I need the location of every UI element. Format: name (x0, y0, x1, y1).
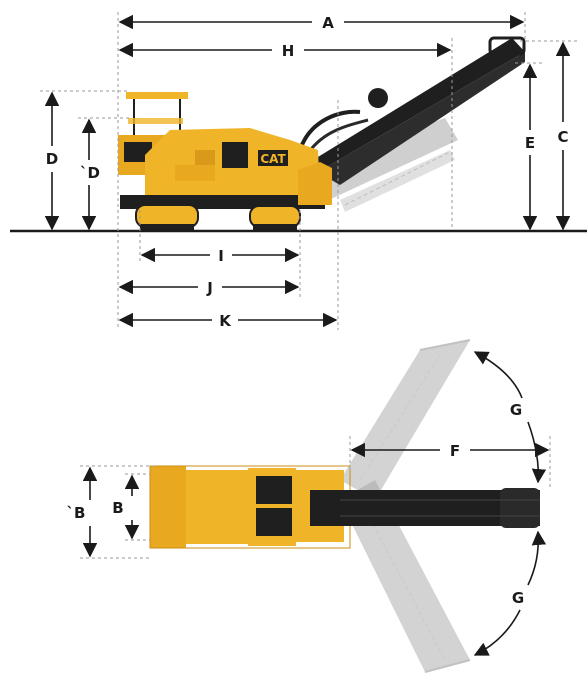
label-d-prime: `D (80, 164, 100, 182)
label-a: A (322, 14, 334, 32)
milling-machine-side: CAT (118, 92, 332, 230)
label-h: H (282, 42, 295, 60)
extension-lines-top (80, 436, 551, 559)
label-b-prime: `B (67, 504, 86, 522)
dimension-c: C (555, 41, 571, 231)
dimension-g-upper: G (473, 351, 547, 484)
ghost-conveyor-side (305, 118, 458, 212)
label-j: J (206, 279, 213, 297)
label-f: F (450, 442, 460, 460)
dimension-i: I (140, 247, 300, 265)
dimension-j: J (118, 279, 300, 297)
label-g-bottom: G (512, 589, 524, 607)
dimension-e: E (522, 63, 538, 231)
label-c: C (557, 128, 568, 146)
dimension-g-lower: G (473, 530, 547, 656)
dimension-d-prime: `D (80, 118, 100, 231)
dimension-h: H (118, 42, 452, 60)
label-k: K (219, 312, 232, 330)
label-d: D (46, 150, 58, 168)
dimension-k: K (118, 312, 338, 330)
extension-lines-side (40, 12, 580, 330)
conveyor-top (310, 488, 540, 528)
side-view: CAT (10, 12, 587, 330)
label-g-top: G (510, 401, 522, 419)
conveyor-side (298, 36, 526, 185)
label-i: I (218, 247, 224, 265)
dimension-d: D (44, 91, 60, 231)
milling-machine-top (149, 465, 351, 549)
ghost-conveyor-top-lower (340, 480, 471, 673)
dimension-b: B (112, 474, 140, 540)
label-b: B (112, 499, 123, 517)
label-e: E (525, 134, 535, 152)
dimension-b-prime: `B (67, 466, 98, 558)
dimension-f: F (350, 442, 550, 460)
ghost-conveyor-top-upper (340, 339, 471, 500)
cat-logo-badge (258, 150, 288, 166)
cat-logo: CAT (260, 152, 286, 166)
dimension-a: A (118, 14, 525, 32)
top-view: F B `B G G (67, 339, 551, 673)
